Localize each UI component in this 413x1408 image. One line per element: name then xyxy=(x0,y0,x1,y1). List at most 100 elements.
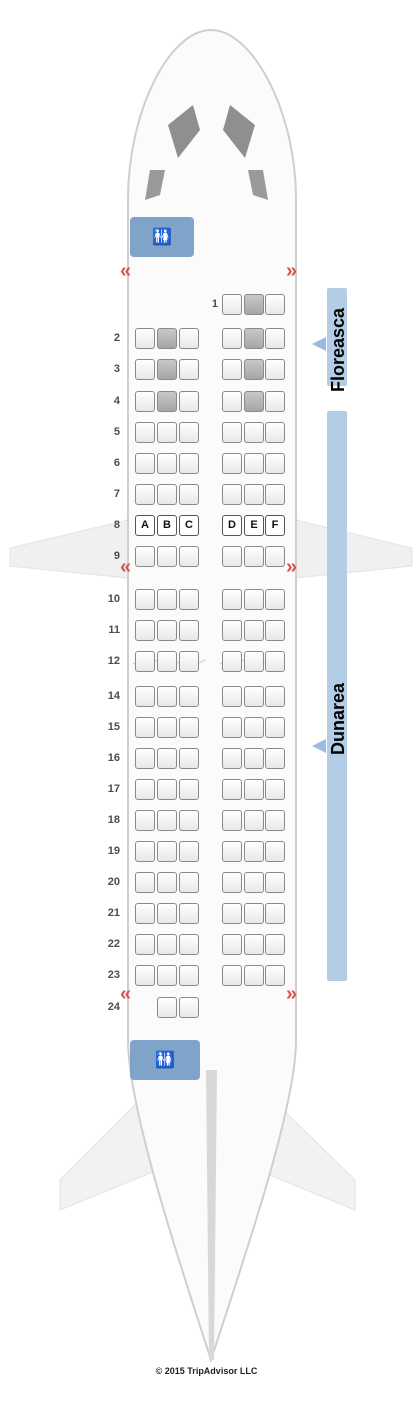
seat[interactable] xyxy=(157,651,177,672)
seat[interactable] xyxy=(179,359,199,380)
seat[interactable] xyxy=(179,453,199,474)
seat[interactable] xyxy=(222,422,242,443)
seat[interactable] xyxy=(244,841,264,862)
seat[interactable] xyxy=(135,391,155,412)
seat[interactable] xyxy=(265,717,285,738)
seat[interactable] xyxy=(179,748,199,769)
seat[interactable] xyxy=(179,903,199,924)
seat[interactable] xyxy=(265,294,285,315)
seat[interactable] xyxy=(135,810,155,831)
seat[interactable] xyxy=(265,359,285,380)
seat[interactable] xyxy=(135,422,155,443)
seat[interactable] xyxy=(157,841,177,862)
seat[interactable] xyxy=(135,748,155,769)
seat[interactable] xyxy=(222,779,242,800)
seat[interactable] xyxy=(244,810,264,831)
seat[interactable] xyxy=(222,903,242,924)
seat[interactable] xyxy=(157,810,177,831)
seat[interactable] xyxy=(135,589,155,610)
seat[interactable] xyxy=(244,965,264,986)
seat[interactable] xyxy=(135,779,155,800)
seat[interactable] xyxy=(222,328,242,349)
seat[interactable] xyxy=(179,422,199,443)
seat[interactable] xyxy=(244,422,264,443)
seat[interactable] xyxy=(265,686,285,707)
seat[interactable] xyxy=(244,453,264,474)
seat[interactable] xyxy=(222,717,242,738)
seat[interactable] xyxy=(179,717,199,738)
seat[interactable] xyxy=(135,453,155,474)
seat[interactable] xyxy=(157,934,177,955)
seat[interactable] xyxy=(265,589,285,610)
seat[interactable] xyxy=(222,589,242,610)
seat[interactable] xyxy=(179,997,199,1018)
seat-letter-label[interactable]: D xyxy=(222,515,242,536)
seat[interactable] xyxy=(265,422,285,443)
seat[interactable] xyxy=(265,328,285,349)
seat[interactable] xyxy=(222,484,242,505)
seat[interactable] xyxy=(179,965,199,986)
seat[interactable] xyxy=(179,328,199,349)
seat[interactable] xyxy=(157,997,177,1018)
seat[interactable] xyxy=(135,484,155,505)
seat[interactable] xyxy=(244,934,264,955)
seat[interactable] xyxy=(135,872,155,893)
seat[interactable] xyxy=(265,779,285,800)
seat[interactable] xyxy=(222,359,242,380)
seat[interactable] xyxy=(244,391,264,412)
seat[interactable] xyxy=(179,391,199,412)
seat[interactable] xyxy=(135,546,155,567)
seat[interactable] xyxy=(265,934,285,955)
seat[interactable] xyxy=(244,717,264,738)
seat[interactable] xyxy=(265,453,285,474)
seat[interactable] xyxy=(135,686,155,707)
seat[interactable] xyxy=(179,686,199,707)
seat[interactable] xyxy=(179,872,199,893)
seat[interactable] xyxy=(135,903,155,924)
seat[interactable] xyxy=(222,391,242,412)
seat[interactable] xyxy=(157,391,177,412)
seat[interactable] xyxy=(157,903,177,924)
seat[interactable] xyxy=(157,422,177,443)
seat-letter-label[interactable]: B xyxy=(157,515,177,536)
seat[interactable] xyxy=(157,748,177,769)
seat[interactable] xyxy=(157,328,177,349)
seat[interactable] xyxy=(222,294,242,315)
seat[interactable] xyxy=(222,686,242,707)
seat[interactable] xyxy=(222,620,242,641)
seat[interactable] xyxy=(244,546,264,567)
seat[interactable] xyxy=(244,359,264,380)
seat[interactable] xyxy=(265,965,285,986)
seat[interactable] xyxy=(244,686,264,707)
seat[interactable] xyxy=(265,903,285,924)
seat[interactable] xyxy=(157,779,177,800)
seat[interactable] xyxy=(179,841,199,862)
seat[interactable] xyxy=(244,294,264,315)
seat[interactable] xyxy=(222,651,242,672)
seat[interactable] xyxy=(265,748,285,769)
seat[interactable] xyxy=(222,841,242,862)
seat-letter-label[interactable]: E xyxy=(244,515,264,536)
seat[interactable] xyxy=(265,872,285,893)
seat[interactable] xyxy=(157,546,177,567)
seat[interactable] xyxy=(244,484,264,505)
seat[interactable] xyxy=(244,328,264,349)
seat[interactable] xyxy=(157,484,177,505)
seat[interactable] xyxy=(157,965,177,986)
seat[interactable] xyxy=(179,651,199,672)
seat-letter-label[interactable]: A xyxy=(135,515,155,536)
seat[interactable] xyxy=(157,620,177,641)
seat[interactable] xyxy=(244,903,264,924)
seat[interactable] xyxy=(222,546,242,567)
seat[interactable] xyxy=(135,328,155,349)
seat[interactable] xyxy=(135,359,155,380)
seat[interactable] xyxy=(157,589,177,610)
seat[interactable] xyxy=(222,934,242,955)
seat[interactable] xyxy=(135,620,155,641)
seat[interactable] xyxy=(179,810,199,831)
seat[interactable] xyxy=(265,484,285,505)
seat[interactable] xyxy=(222,965,242,986)
seat-letter-label[interactable]: F xyxy=(265,515,285,536)
seat[interactable] xyxy=(157,453,177,474)
seat[interactable] xyxy=(222,810,242,831)
